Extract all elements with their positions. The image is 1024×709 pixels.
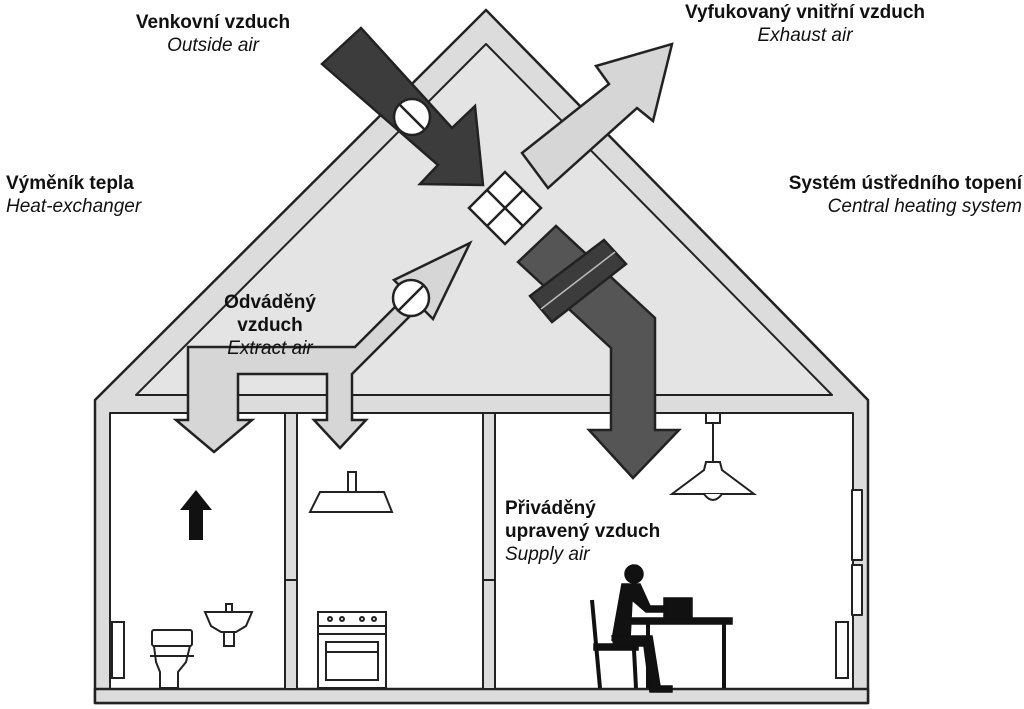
cooker-hood-icon <box>308 471 394 513</box>
stove-icon <box>317 611 387 689</box>
window-right-upper <box>851 489 863 561</box>
label-supply-air: Přiváděný upravený vzduch Supply air <box>505 498 660 566</box>
supply-air-cz1: Přiváděný <box>505 498 596 519</box>
central-heating-cz: Systém ústředního topení <box>788 173 1022 194</box>
label-extract-air: Odváděný vzduch Extract air <box>200 292 340 360</box>
ceiling-lamp-icon <box>669 412 757 501</box>
outside-air-cz: Venkovní vzduch <box>135 12 291 33</box>
heat-exchanger-cz: Výměník tepla <box>6 173 134 194</box>
person-at-desk-icon <box>590 564 733 693</box>
partition-wall-left <box>284 412 298 690</box>
toilet-icon <box>150 629 194 689</box>
heating-unit-icon <box>528 238 628 324</box>
supply-air-cz2: upravený vzduch <box>505 520 661 542</box>
up-arrow-icon <box>180 490 212 540</box>
outside-air-en: Outside air <box>167 34 259 56</box>
label-exhaust-air: Vyfukovaný vnitřní vzduch Exhaust air <box>640 2 970 48</box>
label-outside-air: Venkovní vzduch Outside air <box>108 12 318 58</box>
label-heat-exchanger: Výměník tepla Heat-exchanger <box>6 173 141 219</box>
extract-air-en: Extract air <box>227 337 313 359</box>
outside-air-fan-icon <box>392 97 432 137</box>
extract-air-cz2: vzduch <box>237 314 303 336</box>
heat-exchanger-en: Heat-exchanger <box>6 195 142 217</box>
label-central-heating: Systém ústředního topení Central heating… <box>700 173 1022 219</box>
radiator-icon <box>111 621 849 679</box>
exhaust-air-en: Exhaust air <box>757 24 853 46</box>
extract-air-fan-icon <box>391 278 431 318</box>
supply-air-en: Supply air <box>505 543 590 565</box>
washbasin-icon <box>203 603 254 647</box>
exhaust-air-cz: Vyfukovaný vnitřní vzduch <box>684 2 925 23</box>
central-heating-en: Central heating system <box>827 195 1022 217</box>
partition-wall-right <box>482 412 496 690</box>
extract-air-duct <box>172 240 473 454</box>
heat-exchanger-icon <box>467 170 543 246</box>
window-right-lower <box>851 564 863 616</box>
floor-slab <box>93 687 870 705</box>
exhaust-air-arrow <box>520 42 674 190</box>
extract-air-cz1: Odváděný <box>224 292 316 313</box>
ground-floor-interior <box>109 412 854 690</box>
